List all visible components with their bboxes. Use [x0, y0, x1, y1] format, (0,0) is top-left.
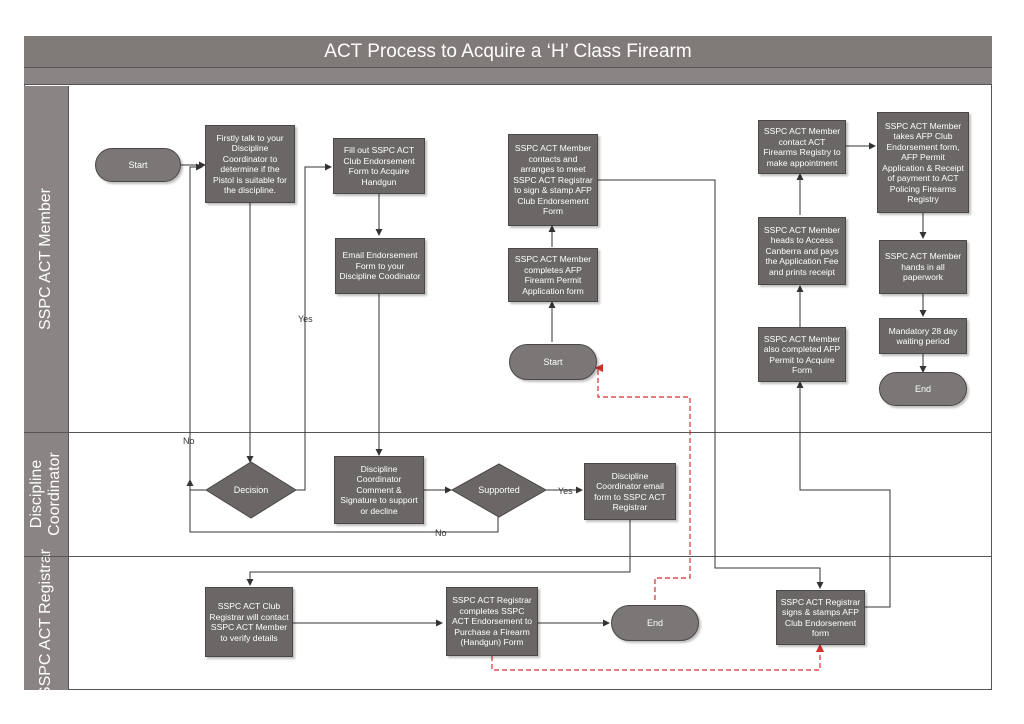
edge-contact-signs — [596, 179, 824, 589]
access-canberra-box: SSPC ACT Member heads to Access Canberra… — [758, 217, 846, 285]
coordinator-comment-box: Discipline Coordinator Comment & Signatu… — [334, 456, 424, 524]
lane-divider-1 — [24, 432, 992, 433]
contact-registry-box: SSPC ACT Member contact ACT Firearms Reg… — [758, 120, 846, 174]
lane-header-coordinator: Discipline Coordinator — [24, 432, 69, 556]
start-member: Start — [95, 148, 181, 182]
email-endorsement-box: Email Endorsement Form to your Disciplin… — [335, 238, 425, 294]
registrar-completes-box: SSPC ACT Registrar completes SSPC ACT En… — [446, 587, 538, 656]
supported-label: Supported — [478, 485, 520, 495]
diagram-title: ACT Process to Acquire a ‘H’ Class Firea… — [24, 36, 992, 68]
take-forms-box: SSPC ACT Member takes AFP Club Endorseme… — [877, 112, 969, 213]
edge-label-no-supported: No — [435, 528, 447, 538]
lane-divider-2 — [24, 556, 992, 557]
complete-afp-box: SSPC ACT Member completes AFP Firearm Pe… — [508, 248, 598, 302]
edge-decision-no-up — [189, 163, 206, 491]
permit-acquire-box: SSPC ACT Member also completed AFP Permi… — [758, 327, 846, 382]
lane-header-registrar: SSPC ACT Registrar — [24, 549, 69, 697]
fill-endorsement-box: Fill out SSPC ACT Club Endorsement Form … — [333, 138, 425, 194]
waiting-period-box: Mandatory 28 day waiting period — [879, 318, 967, 354]
registrar-contact-box: SSPC ACT Club Registrar will contact SSP… — [205, 587, 293, 657]
decision-diamond — [205, 461, 297, 519]
decision-label: Decision — [233, 485, 269, 495]
start-second: Start — [509, 344, 597, 380]
talk-coordinator-box: Firstly talk to your Discipline Coordina… — [205, 125, 295, 203]
registrar-signs-box: SSPC ACT Registrar signs & stamps AFP Cl… — [776, 590, 865, 645]
edge-signs-also — [796, 381, 891, 608]
supported-diamond — [450, 463, 548, 518]
hand-in-paperwork-box: SSPC ACT Member hands in all paperwork — [879, 240, 967, 294]
coordinator-email-box: Discipline Coordinator email form to SSP… — [584, 463, 676, 520]
edge-label-yes-decision: Yes — [298, 314, 313, 324]
lane-header-member: SSPC ACT Member — [24, 86, 69, 432]
edge-supported-no — [186, 479, 499, 533]
end-member: End — [879, 372, 967, 406]
contact-registrar-box: SSPC ACT Member contacts and arranges to… — [508, 134, 598, 226]
edge-dcemail-registrar — [246, 520, 631, 586]
edge-decision-fillout-yes — [296, 163, 332, 491]
edge-completes-signs-dashed — [491, 643, 825, 671]
end-registrar: End — [611, 605, 699, 641]
header-subbar — [24, 68, 992, 85]
edge-label-no-decision: No — [183, 436, 195, 446]
edge-label-yes-supported: Yes — [558, 486, 573, 496]
